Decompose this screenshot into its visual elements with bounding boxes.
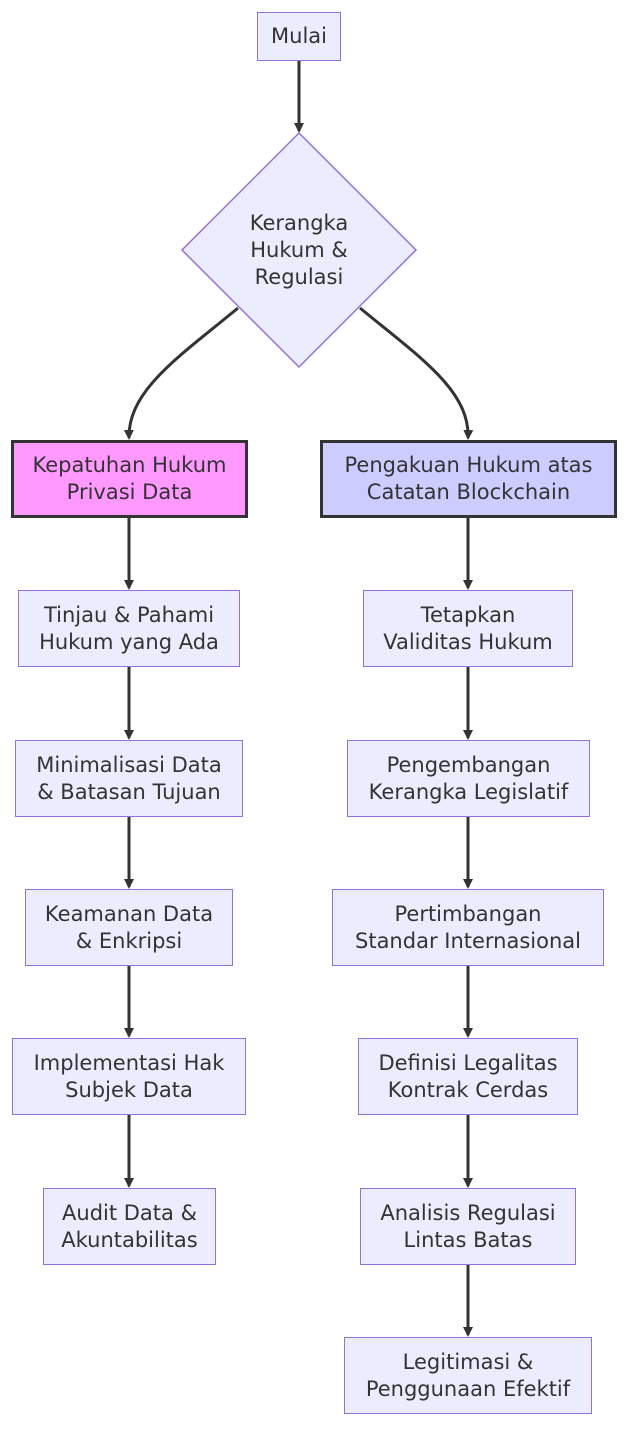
right-step-node: Definisi Legalitas Kontrak Cerdas (358, 1038, 578, 1115)
branch-right-node: Pengakuan Hukum atas Catatan Blockchain (320, 440, 617, 518)
start-node-label: Mulai (271, 24, 327, 48)
right-step-node: Tetapkan Validitas Hukum (363, 590, 573, 667)
branch-left-label: Kepatuhan Hukum Privasi Data (32, 453, 227, 504)
branch-left-node: Kepatuhan Hukum Privasi Data (11, 440, 248, 518)
start-node: Mulai (257, 12, 341, 61)
edge-decision-to-right-branch (359, 306, 474, 440)
left-step-label: Minimalisasi Data & Batasan Tujuan (36, 752, 222, 804)
left-step-label: Implementasi Hak Subjek Data (33, 1050, 225, 1102)
decision-diamond (180, 131, 418, 369)
right-step-node: Pengembangan Kerangka Legislatif (347, 740, 590, 817)
edge-decision-to-left-branch (123, 306, 239, 440)
left-step-node: Tinjau & Pahami Hukum yang Ada (18, 590, 240, 667)
decision-node: Kerangka Hukum & Regulasi (199, 200, 399, 300)
left-step-node: Minimalisasi Data & Batasan Tujuan (15, 740, 243, 817)
right-step-label: Pertimbangan Standar Internasional (355, 901, 581, 953)
right-step-label: Definisi Legalitas Kontrak Cerdas (378, 1050, 558, 1102)
left-step-node: Keamanan Data & Enkripsi (25, 889, 233, 966)
left-step-node: Audit Data & Akuntabilitas (43, 1188, 216, 1265)
right-step-node: Pertimbangan Standar Internasional (332, 889, 604, 966)
left-step-label: Audit Data & Akuntabilitas (61, 1200, 198, 1252)
right-step-label: Analisis Regulasi Lintas Batas (380, 1200, 556, 1252)
left-step-label: Keamanan Data & Enkripsi (44, 901, 214, 953)
left-step-label: Tinjau & Pahami Hukum yang Ada (39, 602, 219, 654)
decision-node-label: Kerangka Hukum & Regulasi (249, 210, 349, 289)
right-step-label: Legitimasi & Penggunaan Efektif (365, 1349, 571, 1401)
right-step-label: Pengembangan Kerangka Legislatif (368, 752, 569, 804)
branch-right-label: Pengakuan Hukum atas Catatan Blockchain (344, 453, 593, 504)
right-step-node: Analisis Regulasi Lintas Batas (360, 1188, 576, 1265)
right-step-label: Tetapkan Validitas Hukum (383, 602, 553, 654)
right-step-node: Legitimasi & Penggunaan Efektif (344, 1337, 592, 1414)
left-step-node: Implementasi Hak Subjek Data (12, 1038, 246, 1115)
